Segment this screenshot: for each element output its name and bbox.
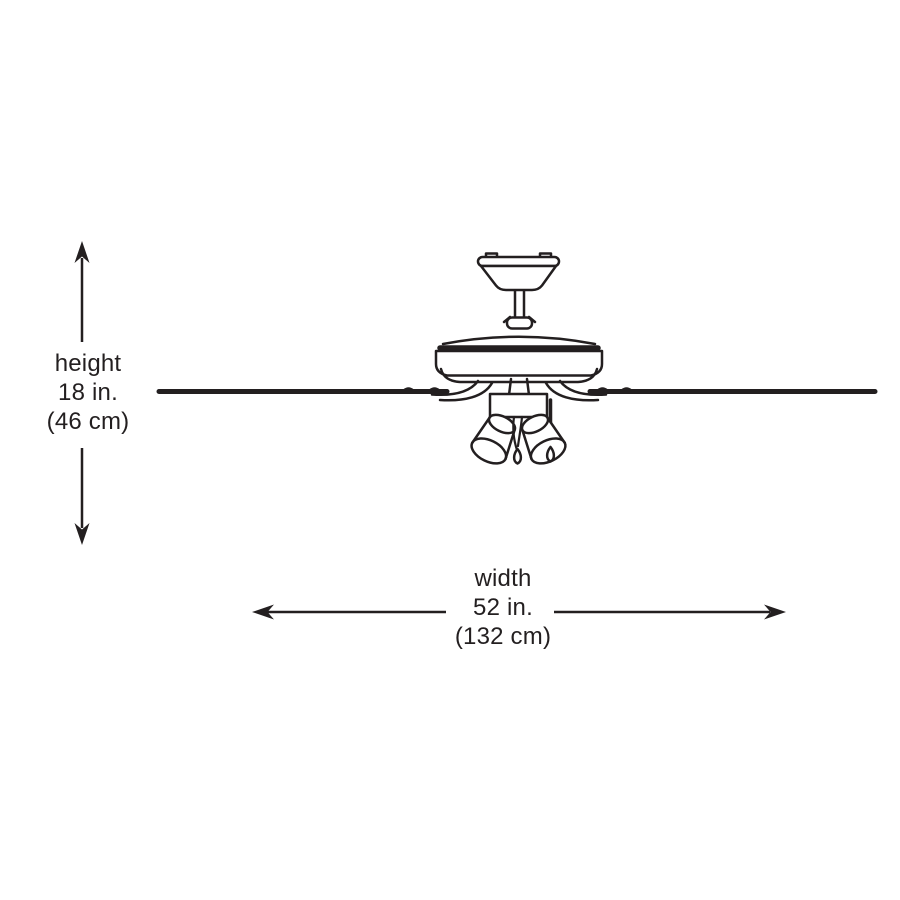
light-kit-stem-icon [507,377,531,397]
blade-iron-right-icon [544,379,608,402]
motor-dome-icon [441,335,597,346]
arrowhead-right-icon [764,604,786,620]
downrod-collar-icon [505,316,534,330]
light-kit-fitter-icon [488,392,549,419]
pull-chain-center-icon [512,415,524,452]
height-label-imperial: 18 in. [58,379,118,406]
canopy-body-icon [479,264,558,292]
light-right-icon [520,413,567,465]
arrowhead-left-icon [252,604,274,620]
height-label: height 18 in. (46 cm) [18,349,158,436]
ceiling-fan-illustration [156,252,878,465]
width-dimension-arrow [252,604,786,620]
canopy-cap-icon [476,255,561,268]
blade-screws-icon [403,387,632,390]
canopy-tabs-icon [484,252,553,259]
dimension-arrows [74,241,786,620]
width-label: width 52 in. (132 cm) [423,564,583,651]
chain-fob-center-icon [512,447,523,465]
blade-iron-left-icon [430,379,494,402]
height-label-metric: (46 cm) [46,408,130,435]
arrowhead-down-icon [74,523,90,545]
motor-rim-icon [439,367,599,384]
motor-body-icon [434,349,604,377]
width-label-metric: (132 cm) [454,623,552,650]
arrowhead-up-icon [74,241,90,263]
height-label-title: height [54,350,122,377]
width-label-title: width [474,565,532,592]
downrod-icon [513,289,526,322]
width-label-imperial: 52 in. [473,594,533,621]
height-dimension-arrow [74,241,90,545]
chain-fob-right-icon [545,445,556,463]
